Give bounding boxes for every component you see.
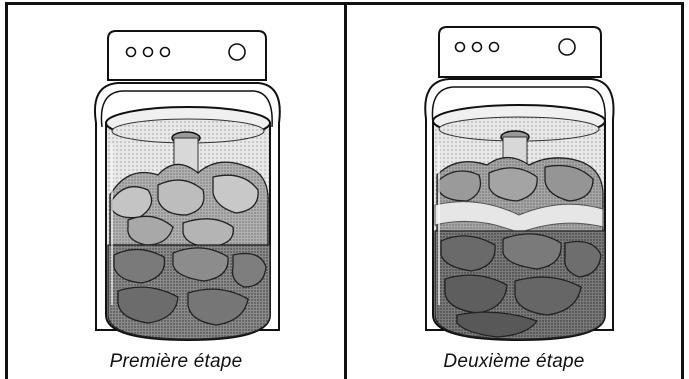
caption-second-step: Deuxième étape: [347, 351, 681, 373]
caption-first-step: Première étape: [8, 351, 344, 373]
washer-illustration-second: [347, 5, 681, 379]
washer-illustration-first: [8, 5, 344, 379]
control-panel: [439, 27, 601, 77]
laundry-load: [108, 162, 270, 339]
panel-second-step: Deuxième étape: [347, 5, 681, 379]
panel-first-step: Première étape: [8, 5, 344, 379]
control-panel: [108, 31, 266, 80]
laundry-load: [435, 158, 605, 340]
